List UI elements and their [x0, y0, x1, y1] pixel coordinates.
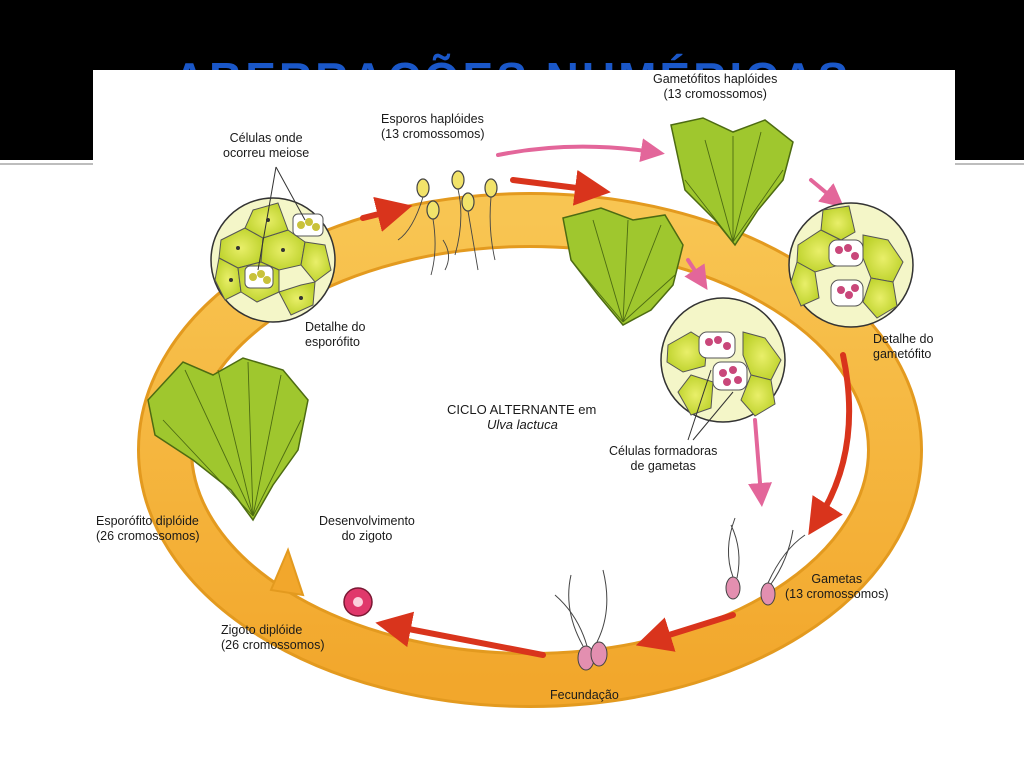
label-line: (26 cromossomos): [221, 638, 325, 652]
label-detalhe-esporofito: Detalhe do esporófito: [305, 320, 365, 350]
gametophyte-detail-circle: [788, 202, 914, 328]
label-detalhe-gametofito: Detalhe do gametófito: [873, 332, 933, 362]
label-line: Células onde: [229, 131, 303, 145]
label-line: de gametas: [630, 459, 696, 473]
label-celulas-meiose: Células onde ocorreu meiose: [223, 131, 309, 161]
label-line: Gametas: [811, 572, 863, 586]
label-line: ocorreu meiose: [223, 146, 310, 160]
label-line: Gametófitos haplóides: [653, 72, 778, 86]
label-line: Esporos haplóides: [381, 112, 484, 126]
label-esporos: Esporos haplóides (13 cromossomos): [381, 112, 485, 142]
sporophyte-detail-circle: [210, 166, 336, 323]
label-line: esporófito: [305, 335, 360, 349]
label-line: do zigoto: [341, 529, 393, 543]
label-line: Esporófito diplóide: [96, 514, 199, 528]
gametophyte-thallus-top: [670, 117, 794, 247]
label-gametofitos: Gametófitos haplóides (13 cromossomos): [653, 72, 777, 102]
label-line: (13 cromossomos): [663, 87, 767, 101]
label-line: Detalhe do: [873, 332, 934, 346]
label-line: Células formadoras: [609, 444, 718, 458]
gametes: [725, 517, 806, 606]
label-line: Desenvolvimento: [319, 514, 415, 528]
label-celulas-gametas: Células formadoras de gametas: [609, 444, 717, 474]
life-cycle-illustration: [137, 117, 923, 708]
center-title-species: Ulva lactuca: [487, 417, 558, 432]
label-fecundacao: Fecundação: [550, 688, 619, 703]
gametophyte-thallus-middle: [562, 207, 684, 326]
red-direction-arrows: [360, 169, 853, 658]
center-title: CICLO ALTERNANTE em Ulva lactuca: [447, 402, 596, 432]
label-zigoto: Zigoto diplóide (26 cromossomos): [221, 623, 325, 653]
gamete-forming-cells-circle: [660, 297, 786, 441]
label-line: gametófito: [873, 347, 932, 361]
label-line: (13 cromossomos): [381, 127, 485, 141]
fertilization-gametes: [554, 569, 608, 671]
label-gametas: Gametas (13 cromossomos): [785, 572, 889, 602]
haploid-spores: [397, 170, 498, 276]
diploid-zygote: [343, 587, 373, 617]
label-line: (26 cromossomos): [96, 529, 200, 543]
sporophyte-thallus: [147, 357, 309, 522]
label-line: Fecundação: [550, 688, 619, 702]
label-line: Detalhe do: [305, 320, 366, 334]
pink-arrows: [496, 138, 845, 507]
cycle-ring: [137, 192, 923, 708]
label-esporofito: Esporófito diplóide (26 cromossomos): [96, 514, 200, 544]
label-desenvolvimento: Desenvolvimento do zigoto: [319, 514, 415, 544]
label-line: (13 cromossomos): [785, 587, 889, 601]
ulva-life-cycle-diagram: Células onde ocorreu meiose Esporos hapl…: [93, 70, 955, 710]
center-title-line: CICLO ALTERNANTE em: [447, 402, 597, 417]
label-line: Zigoto diplóide: [221, 623, 303, 637]
